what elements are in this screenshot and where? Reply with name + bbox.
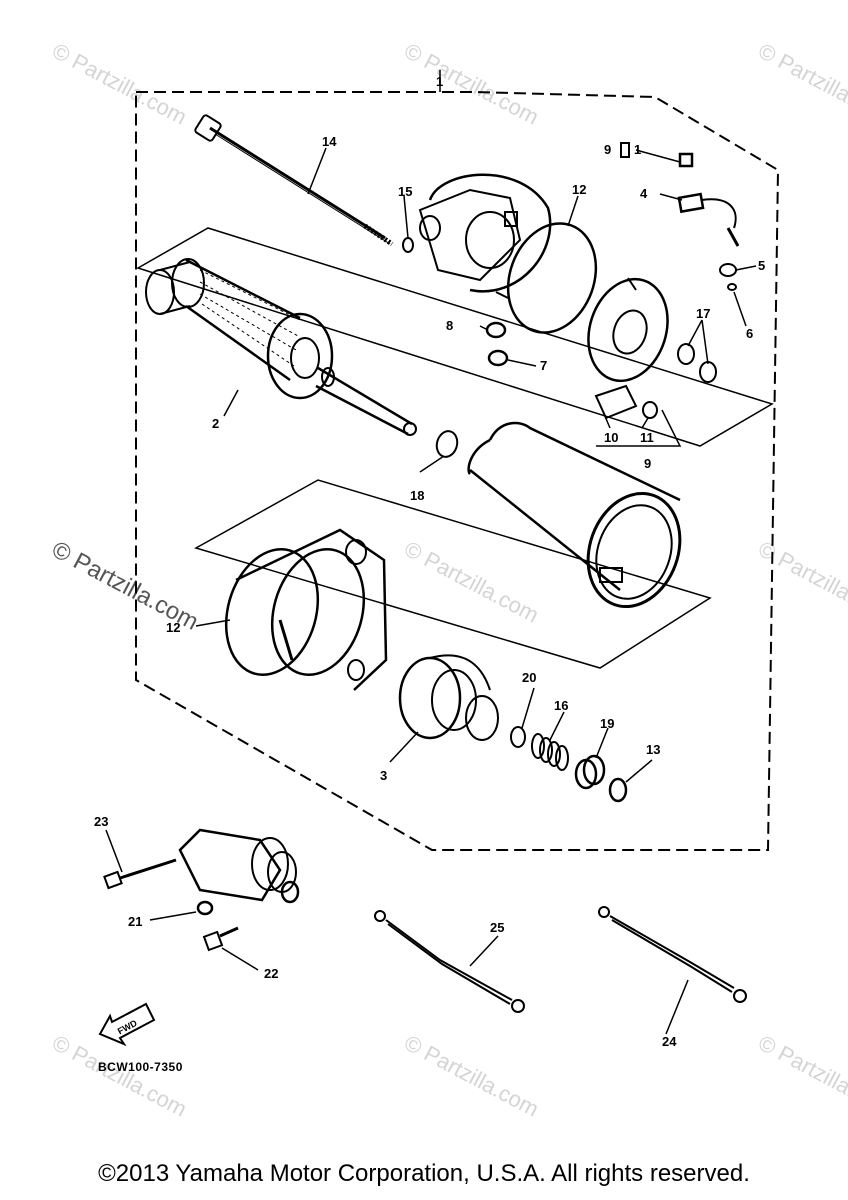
callout-21: 21: [128, 914, 142, 929]
washer-part-6: [727, 283, 737, 291]
nut-part-5: [719, 263, 737, 277]
callout-1-top: 1: [634, 142, 641, 157]
armature-part-2: [145, 258, 417, 436]
brush-plate: [587, 277, 669, 383]
callout-15: 15: [398, 184, 412, 199]
callout-6: 6: [746, 326, 753, 341]
washer-part-17a: [677, 343, 695, 365]
nut-part-7: [487, 349, 509, 367]
diagram-code: BCW100-7350: [98, 1060, 183, 1074]
front-cover: [224, 528, 388, 691]
holder-part-10: [594, 384, 638, 420]
callout-14: 14: [322, 134, 337, 149]
callout-19: 19: [600, 716, 614, 731]
callout-17: 17: [696, 306, 710, 321]
collar-part-19: [574, 754, 606, 790]
washer-part-15: [402, 237, 414, 253]
nut-part-8: [485, 321, 507, 339]
callout-16: 16: [554, 698, 568, 713]
callout-18: 18: [410, 488, 424, 503]
bolt-part-23: [103, 858, 177, 890]
starter-motor-assembly: [178, 828, 300, 904]
callout-7: 7: [540, 358, 547, 373]
callout-12-right: 12: [572, 182, 586, 197]
o-ring-part-12: [506, 222, 598, 334]
callout-25: 25: [490, 920, 504, 935]
callout-3: 3: [380, 768, 387, 783]
callout-24: 24: [662, 1034, 677, 1049]
callout-12-left: 12: [166, 620, 180, 635]
bolt-part-22: [202, 926, 239, 952]
callout-20: 20: [522, 670, 536, 685]
circlip-part-13: [608, 777, 628, 803]
callout-5: 5: [758, 258, 765, 273]
callout-4: 4: [640, 186, 648, 201]
callout-22: 22: [264, 966, 278, 981]
cable-part-24: [598, 906, 747, 1003]
washer-part-17b: [699, 361, 717, 383]
callout-9-top: 9: [604, 142, 611, 157]
nut-part-21: [196, 900, 214, 916]
callout-13: 13: [646, 742, 660, 757]
fwd-arrow-icon: [98, 1002, 156, 1047]
callout-23: 23: [94, 814, 108, 829]
pinion-part-3: [398, 654, 499, 741]
callout-11: 11: [640, 430, 654, 445]
spring-part-16: [531, 733, 569, 771]
leader-lines: [105, 147, 757, 1035]
callout-1: 1: [436, 74, 443, 89]
yoke-housing: [467, 421, 682, 609]
brush-part-4: [677, 192, 740, 247]
callout-9-bottom: 9: [644, 456, 651, 471]
spring-part-1: [678, 152, 694, 168]
cable-part-25: [374, 910, 525, 1013]
callout-2: 2: [212, 416, 219, 431]
callout-10: 10: [604, 430, 618, 445]
part-11: [642, 401, 658, 419]
clip-part-20: [510, 726, 526, 748]
assembly-boundary: [135, 91, 780, 851]
long-bolt-part-14: [194, 114, 394, 247]
copyright-notice: ©2013 Yamaha Motor Corporation, U.S.A. A…: [98, 1160, 750, 1187]
callout-8: 8: [446, 318, 453, 333]
exploded-view-drawing: 1 14 15 12 9 1 4 5 6 17 8 7 2 10 11 9 18…: [94, 70, 780, 1049]
washer-part-18: [435, 430, 459, 458]
rear-cover: [418, 173, 552, 299]
